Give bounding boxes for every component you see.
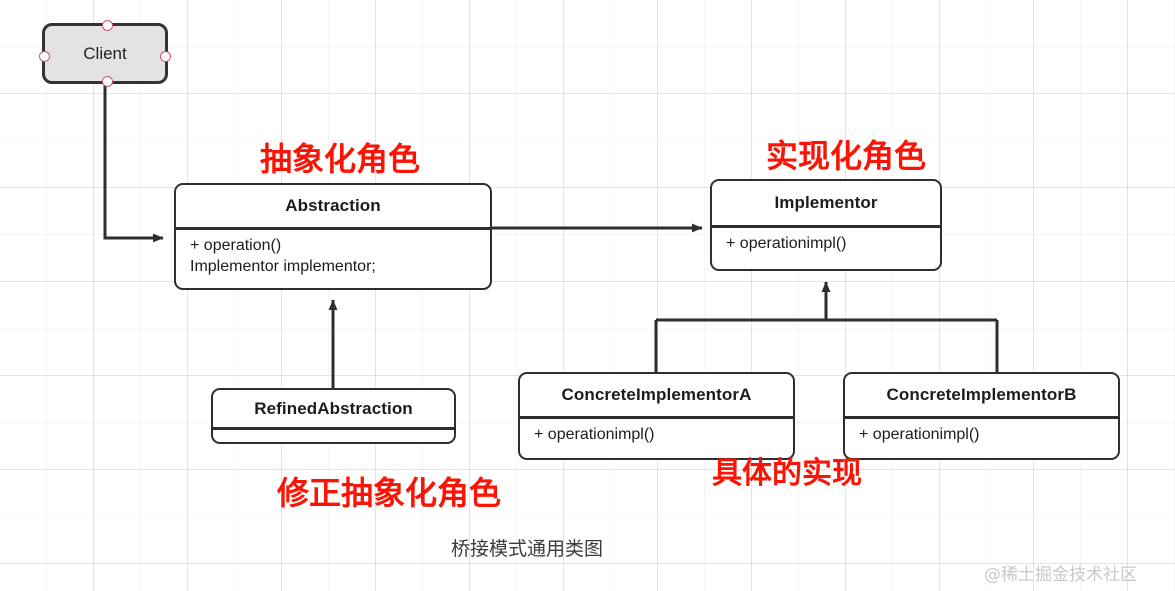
node-refined-abstraction[interactable]: RefinedAbstraction [211,388,456,444]
node-implementor-title: Implementor [774,193,878,212]
node-refined-abstraction-members [213,430,454,443]
node-concrete-implementor-b-divider [845,416,1118,419]
node-client[interactable]: Client [39,20,171,87]
member-row: + operationimpl() [534,425,655,443]
annotation-refined-abstraction-role: 修正抽象化角色 [277,474,502,512]
member-row: + operationimpl() [726,234,847,252]
connection-handle-left[interactable] [39,51,50,62]
node-refined-abstraction-title: RefinedAbstraction [254,398,413,418]
diagram-caption: 桥接模式通用类图 [451,538,604,560]
node-abstraction[interactable]: Abstraction + operation() Implementor im… [174,183,492,290]
watermark: @稀土掘金技术社区 [984,565,1137,585]
connection-handle-top[interactable] [102,20,113,31]
annotation-abstraction-role: 抽象化角色 [260,140,421,178]
annotation-implementor-role: 实现化角色 [766,137,927,175]
node-implementor-divider [712,225,940,228]
node-concrete-implementor-a-title: ConcreteImplementorA [561,385,752,404]
member-row: + operationimpl() [859,425,980,443]
node-concrete-implementor-b-title: ConcreteImplementorB [886,385,1077,404]
node-concrete-implementor-b[interactable]: ConcreteImplementorB + operationimpl() [843,372,1120,460]
node-implementor[interactable]: Implementor + operationimpl() [710,179,942,271]
member-row: + operation() [190,236,282,254]
node-abstraction-divider [176,227,490,230]
node-concrete-implementor-b-members: + operationimpl() [845,419,1118,451]
connection-handle-bottom[interactable] [102,76,113,87]
node-implementor-members: + operationimpl() [712,228,940,260]
node-refined-abstraction-divider [213,427,454,430]
member-row: Implementor implementor; [190,257,376,275]
annotation-concrete-implementation-role: 具体的实现 [712,456,862,491]
node-abstraction-members: + operation() Implementor implementor; [176,230,490,283]
node-concrete-implementor-a-members: + operationimpl() [520,419,793,451]
edge-client-to-abstraction [103,84,164,243]
node-abstraction-title: Abstraction [285,196,381,215]
node-concrete-implementor-a-divider [520,416,793,419]
connection-handle-right[interactable] [160,51,171,62]
node-client-label: Client [83,43,127,63]
node-concrete-implementor-a[interactable]: ConcreteImplementorA + operationimpl() [518,372,795,460]
